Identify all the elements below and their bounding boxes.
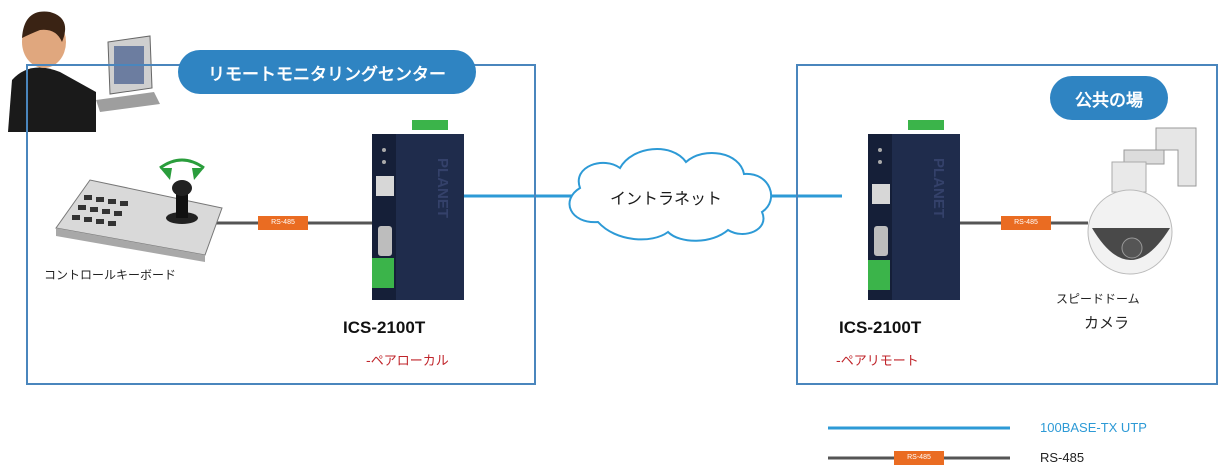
remote-device-model: ICS-2100T bbox=[839, 318, 922, 337]
ics-2100t-local-device: PLANET bbox=[372, 120, 464, 300]
speed-dome-camera-illustration bbox=[1087, 127, 1197, 275]
public-place-frame bbox=[796, 64, 1218, 385]
device-brand-left: PLANET bbox=[434, 158, 451, 218]
legend-utp-label: 100BASE-TX UTP bbox=[1040, 420, 1147, 435]
camera-caption-line1: スピードドーム bbox=[1056, 292, 1140, 306]
keyboard-caption: コントロールキーボード bbox=[44, 268, 177, 282]
rs485-tag-left: RS-485 bbox=[258, 216, 308, 230]
legend-rs485-label: RS-485 bbox=[1040, 450, 1085, 465]
zone-title-right: 公共の場 bbox=[1050, 76, 1168, 120]
control-keyboard-illustration bbox=[55, 158, 223, 262]
ics-2100t-remote-device: PLANET bbox=[868, 120, 960, 300]
intranet-label: イントラネット bbox=[610, 189, 723, 208]
zone-title-left-text: リモートモニタリングセンター bbox=[208, 64, 446, 85]
camera-caption-line2: カメラ bbox=[1084, 314, 1130, 332]
local-device-model: ICS-2100T bbox=[343, 318, 426, 337]
intranet-cloud bbox=[568, 148, 773, 242]
local-device-role: -ペアローカル bbox=[366, 354, 449, 369]
zone-title-right-text: 公共の場 bbox=[1075, 90, 1143, 111]
zone-title-left: リモートモニタリングセンター bbox=[178, 50, 476, 94]
remote-device-role: -ペアリモート bbox=[836, 354, 919, 369]
legend-rs485-tag: RS-485 bbox=[894, 451, 944, 465]
rs485-tag-right: RS-485 bbox=[1001, 216, 1051, 230]
device-brand-right: PLANET bbox=[930, 158, 947, 218]
